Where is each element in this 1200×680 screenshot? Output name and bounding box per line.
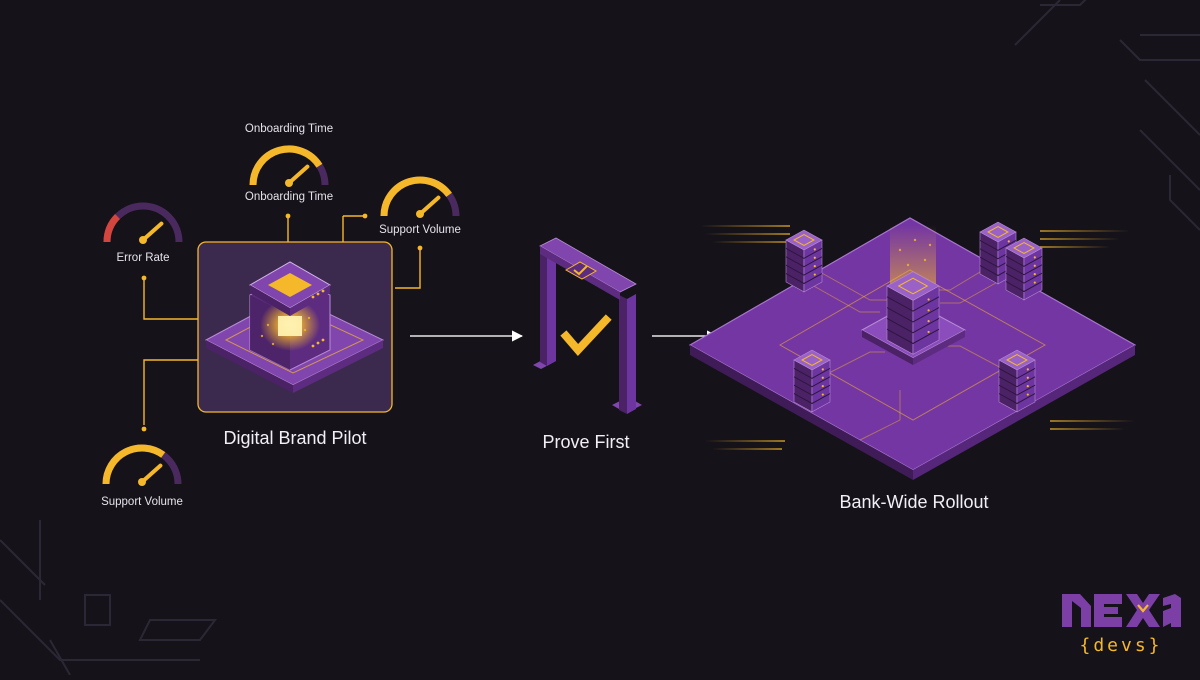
- decor-top-right: [1014, 0, 1200, 231]
- gauge-support-bottom: [102, 444, 182, 486]
- rollout-title: Bank-Wide Rollout: [839, 492, 989, 512]
- gauge-needle: [287, 164, 310, 185]
- server-layer: [785, 221, 1043, 413]
- gauge-layer: [102, 145, 460, 486]
- brand-logo-accent: [1137, 604, 1149, 613]
- gauge-fill: [249, 145, 323, 186]
- gauge-support-right: [380, 176, 460, 218]
- connector-dots: [141, 213, 423, 432]
- brand-logo-mark: [1062, 594, 1181, 627]
- server-back-right-b: [1005, 237, 1043, 301]
- pilot-box: [197, 241, 393, 413]
- gauge-label-error-rate: Error Rate: [116, 252, 170, 264]
- gauge-needle: [141, 221, 164, 242]
- brand-logo: {devs}: [1062, 594, 1181, 656]
- gauge-hub: [416, 210, 424, 218]
- server-front-left: [793, 349, 831, 413]
- gauge-label-support-right: Support Volume: [379, 224, 461, 236]
- gauge-needle: [140, 463, 163, 484]
- gauge-fill: [380, 176, 452, 217]
- gauge-error-rate: [103, 202, 183, 244]
- server-center: [886, 271, 940, 355]
- server-back-left: [785, 229, 823, 293]
- gate-icon: [533, 237, 642, 414]
- pilot-title: Digital Brand Pilot: [223, 428, 367, 448]
- gauge-label-support-bottom: Support Volume: [101, 496, 183, 508]
- gauge-label-onboarding: Onboarding Time: [244, 191, 334, 203]
- gate-title: Prove First: [542, 432, 630, 452]
- brand-tagline: {devs}: [1079, 635, 1162, 656]
- server-front-right: [998, 349, 1036, 413]
- gauge-needle: [418, 195, 441, 216]
- gauge-hub: [139, 236, 147, 244]
- decor-bottom-left: [0, 520, 217, 676]
- light-streaks: [700, 225, 1135, 450]
- gauge-fill: [103, 214, 121, 243]
- gauge-fill: [102, 444, 166, 485]
- gauge-label-onboarding-top: Onboarding Time: [244, 123, 334, 135]
- gauge-hub: [138, 478, 146, 486]
- gauge-onboarding-top: [249, 145, 329, 187]
- gauge-hub: [285, 179, 293, 187]
